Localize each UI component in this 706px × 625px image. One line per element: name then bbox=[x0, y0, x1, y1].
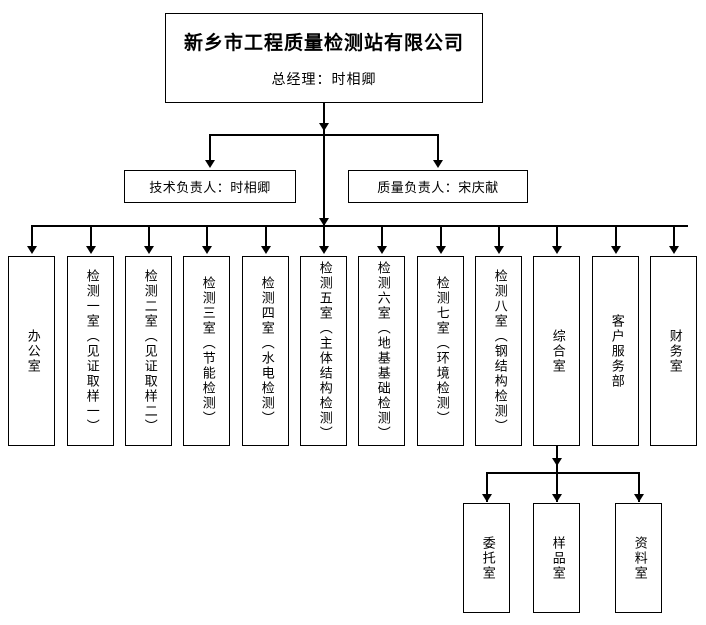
arrow-sub-2 bbox=[552, 494, 562, 502]
department-label-12: 财务室 bbox=[666, 328, 682, 374]
drop-department-4 bbox=[206, 225, 208, 248]
department-label-2: 检测一室（见证取样一） bbox=[83, 268, 99, 434]
node-sub-archive-room[interactable]: 资料室 bbox=[615, 503, 662, 613]
node-department-lab-2[interactable]: 检测二室（见证取样二） bbox=[125, 256, 172, 446]
node-department-lab-6[interactable]: 检测六室（地基基础检测） bbox=[358, 256, 405, 446]
drop-department-6 bbox=[323, 225, 325, 248]
node-department-lab-4[interactable]: 检测四室（水电检测） bbox=[242, 256, 289, 446]
arrow-department-7 bbox=[377, 246, 387, 254]
department-label-9: 检测八室（钢结构检测） bbox=[491, 268, 507, 434]
node-department-lab-1[interactable]: 检测一室（见证取样一） bbox=[67, 256, 114, 446]
drop-department-10 bbox=[556, 225, 558, 248]
drop-department-11 bbox=[615, 225, 617, 248]
node-company[interactable]: 新乡市工程质量检测站有限公司 总经理：时相卿 bbox=[165, 13, 483, 103]
company-name: 新乡市工程质量检测站有限公司 bbox=[183, 31, 464, 54]
trunk-main bbox=[323, 103, 325, 225]
arrow-department-2 bbox=[86, 246, 96, 254]
bus-departments bbox=[31, 225, 688, 227]
department-label-5: 检测四室（水电检测） bbox=[258, 276, 274, 426]
arrow-department-11 bbox=[611, 246, 621, 254]
arrow-department-8 bbox=[436, 246, 446, 254]
arrow-department-3 bbox=[144, 246, 154, 254]
drop-department-9 bbox=[498, 225, 500, 248]
department-label-7: 检测六室（地基基础检测） bbox=[374, 261, 390, 441]
arrow-sub-3 bbox=[634, 494, 644, 502]
drop-level2-right bbox=[437, 134, 439, 162]
arrow-trunk-level2 bbox=[319, 123, 329, 131]
arrow-level2-right bbox=[433, 160, 443, 168]
department-label-10: 综合室 bbox=[549, 328, 565, 374]
node-sub-sample-room[interactable]: 样品室 bbox=[533, 503, 580, 613]
node-department-office[interactable]: 办公室 bbox=[8, 256, 55, 446]
drop-department-2 bbox=[90, 225, 92, 248]
department-label-4: 检测三室（节能检测） bbox=[199, 276, 215, 426]
sub-department-label-1: 委托室 bbox=[479, 535, 495, 581]
arrow-department-10 bbox=[552, 246, 562, 254]
arrow-level2-left bbox=[205, 160, 215, 168]
technical-director-label: 技术负责人：时相卿 bbox=[149, 181, 271, 196]
trunk-sub-departments bbox=[556, 446, 558, 502]
general-manager: 总经理：时相卿 bbox=[271, 71, 377, 88]
arrow-department-6 bbox=[319, 246, 329, 254]
arrow-department-12 bbox=[669, 246, 679, 254]
drop-level2-left bbox=[209, 134, 211, 162]
bus-level2 bbox=[209, 134, 438, 136]
drop-department-3 bbox=[148, 225, 150, 248]
drop-department-5 bbox=[265, 225, 267, 248]
node-quality-director[interactable]: 质量负责人：宋庆献 bbox=[348, 170, 528, 203]
drop-department-7 bbox=[381, 225, 383, 248]
node-department-lab-7[interactable]: 检测七室（环境检测） bbox=[417, 256, 464, 446]
drop-department-8 bbox=[440, 225, 442, 248]
node-technical-director[interactable]: 技术负责人：时相卿 bbox=[124, 170, 296, 203]
department-label-8: 检测七室（环境检测） bbox=[433, 276, 449, 426]
node-department-general-affairs[interactable]: 综合室 bbox=[533, 256, 580, 446]
arrow-department-1 bbox=[27, 246, 37, 254]
department-label-1: 办公室 bbox=[24, 328, 40, 374]
arrow-sub-trunk bbox=[552, 458, 562, 466]
arrow-department-9 bbox=[494, 246, 504, 254]
node-sub-commission-room[interactable]: 委托室 bbox=[463, 503, 510, 613]
drop-department-1 bbox=[31, 225, 33, 248]
drop-department-12 bbox=[673, 225, 675, 248]
drop-sub-1 bbox=[486, 472, 488, 502]
sub-department-label-3: 资料室 bbox=[631, 535, 647, 581]
department-label-3: 检测二室（见证取样二） bbox=[141, 268, 157, 434]
bus-sub-departments bbox=[486, 472, 639, 474]
arrow-department-4 bbox=[202, 246, 212, 254]
department-label-11: 客户服务部 bbox=[608, 313, 624, 389]
department-label-6: 检测五室（主体结构检测） bbox=[316, 261, 332, 441]
arrow-sub-1 bbox=[482, 494, 492, 502]
quality-director-label: 质量负责人：宋庆献 bbox=[377, 181, 499, 196]
sub-department-label-2: 样品室 bbox=[549, 535, 565, 581]
node-department-lab-5[interactable]: 检测五室（主体结构检测） bbox=[300, 256, 347, 446]
arrow-department-5 bbox=[261, 246, 271, 254]
node-department-lab-8[interactable]: 检测八室（钢结构检测） bbox=[475, 256, 522, 446]
drop-sub-3 bbox=[638, 472, 640, 502]
arrow-trunk-departments bbox=[319, 218, 329, 226]
node-department-lab-3[interactable]: 检测三室（节能检测） bbox=[183, 256, 230, 446]
node-department-finance[interactable]: 财务室 bbox=[650, 256, 697, 446]
node-department-customer-service[interactable]: 客户服务部 bbox=[592, 256, 639, 446]
